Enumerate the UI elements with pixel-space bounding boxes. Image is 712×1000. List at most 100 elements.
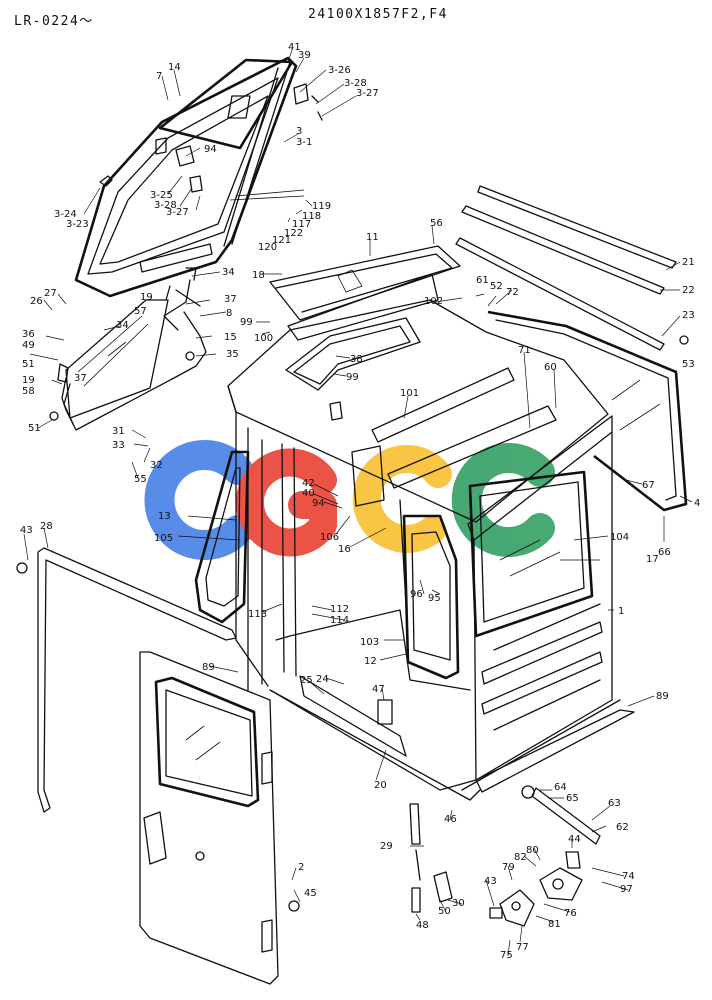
callout: 4	[694, 498, 700, 509]
callout: 99	[240, 317, 253, 328]
callout: 51	[22, 359, 35, 370]
callout: 102	[424, 296, 443, 307]
callout: 45	[304, 888, 317, 899]
callout: 62	[616, 822, 629, 833]
callout: 48	[416, 920, 429, 931]
series-code: LR-0224〜	[14, 14, 94, 29]
callout: 2	[298, 862, 304, 873]
callout: 56	[430, 218, 443, 229]
callout: 37	[74, 373, 87, 384]
callout: 89	[202, 662, 215, 673]
callout: 42	[302, 478, 315, 489]
callout: 51	[28, 423, 41, 434]
callout: 71	[518, 345, 531, 356]
callout: 119	[312, 201, 331, 212]
callout: 16	[338, 544, 351, 555]
callout: 11	[366, 232, 379, 243]
callout: 94	[204, 144, 217, 155]
cab-body	[194, 385, 635, 801]
callout: 113	[248, 609, 267, 620]
callout: 103	[360, 637, 379, 648]
callout: 122	[284, 228, 303, 239]
callout: 3-23	[66, 219, 89, 230]
callout: 35	[226, 349, 239, 360]
watermark-letter-4	[451, 443, 555, 557]
callout: 43	[20, 525, 33, 536]
callout: 29	[380, 841, 393, 852]
front-door	[139, 651, 300, 985]
part-number: 24100X1857F2,F4	[308, 7, 448, 22]
callout: 101	[400, 388, 419, 399]
callout: 21	[682, 257, 695, 268]
callout: 97	[620, 884, 633, 895]
callout: 79	[502, 862, 515, 873]
watermark-letter-3	[352, 444, 452, 553]
leader-lines	[23, 49, 693, 957]
callout: 14	[168, 62, 181, 73]
callout: 63	[608, 798, 621, 809]
callout: 3-24	[54, 209, 77, 220]
callout: 57	[134, 306, 147, 317]
callout: 38	[350, 354, 363, 365]
callout: 53	[682, 359, 695, 370]
callout: 3-27	[166, 207, 189, 218]
callout: 99	[346, 372, 359, 383]
callout: 3	[296, 126, 302, 137]
callout: 80	[526, 845, 539, 856]
callout: 65	[566, 793, 579, 804]
watermark	[144, 440, 555, 560]
callout: 89	[656, 691, 669, 702]
callout: 44	[568, 834, 581, 845]
callout: 120	[258, 242, 277, 253]
callout: 22	[682, 285, 695, 296]
callout: 36	[22, 329, 35, 340]
callout: 20	[374, 780, 387, 791]
gas-spring-hinge	[409, 785, 601, 927]
callout: 67	[642, 480, 655, 491]
callout: 3-25	[150, 190, 173, 201]
callout: 41	[288, 42, 301, 53]
callout: 94	[312, 498, 325, 509]
callout: 52	[490, 281, 503, 292]
callout: 1	[618, 606, 624, 617]
callout: 40	[302, 488, 315, 499]
callout: 12	[364, 656, 377, 667]
callout: 77	[516, 942, 529, 953]
callout: 13	[158, 511, 171, 522]
roof-hatch-frame	[74, 56, 323, 331]
callout: 19	[140, 292, 153, 303]
callout: 18	[252, 270, 265, 281]
callout: 105	[154, 533, 173, 544]
callout: 121	[272, 235, 291, 246]
callout: 72	[506, 287, 519, 298]
callout: 3-28	[154, 200, 177, 211]
callout: 100	[254, 333, 273, 344]
callout: 49	[22, 340, 35, 351]
callout: 43	[484, 876, 497, 887]
callout: 39	[298, 50, 311, 61]
callout: 81	[548, 919, 561, 930]
callout: 19	[22, 375, 35, 386]
callout: 3-27	[356, 88, 379, 99]
callout: 31	[112, 426, 125, 437]
callout: 34	[222, 267, 235, 278]
watermark-letter-2	[236, 448, 337, 557]
callout: 104	[610, 532, 629, 543]
callout: 15	[224, 332, 237, 343]
callout: 82	[514, 852, 527, 863]
callout: 23	[682, 310, 695, 321]
callout: 66	[658, 547, 671, 558]
callout: 28	[40, 521, 53, 532]
callout: 7	[156, 71, 162, 82]
callout: 74	[622, 871, 635, 882]
callout: 3-1	[296, 137, 312, 148]
callout: 55	[134, 474, 147, 485]
callout: 75	[500, 950, 513, 961]
callout: 64	[554, 782, 567, 793]
side-window-and-rails	[455, 185, 689, 512]
callout: 3-28	[344, 78, 367, 89]
callout: 112	[330, 604, 349, 615]
callout: 32	[150, 460, 163, 471]
callout: 60	[544, 362, 557, 373]
